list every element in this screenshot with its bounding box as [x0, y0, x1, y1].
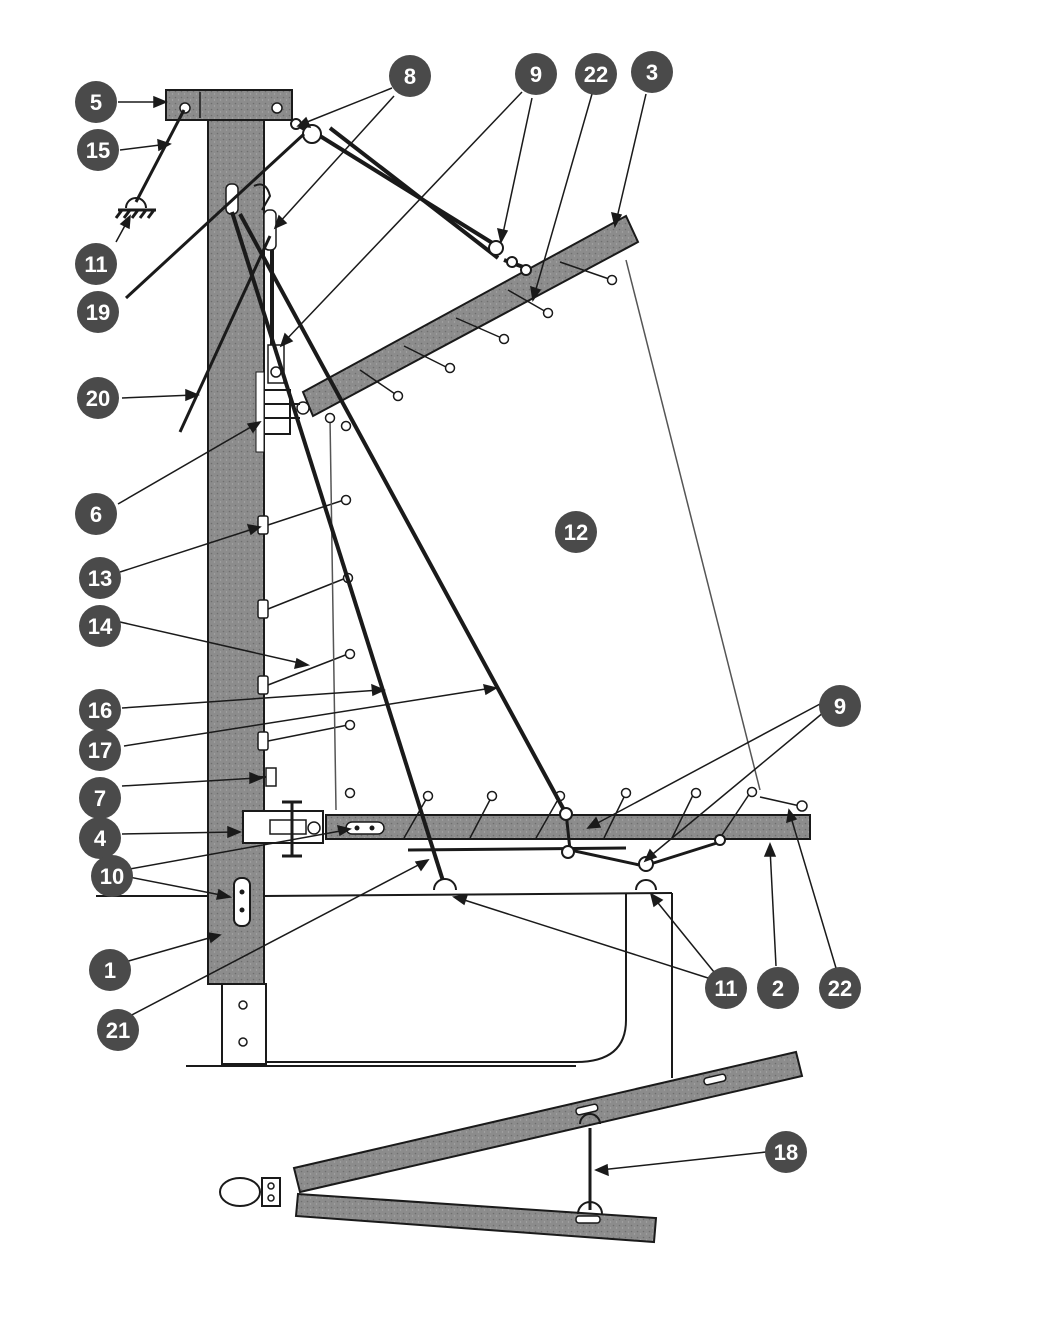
anchor-point: [125, 197, 147, 209]
shroud: [114, 109, 186, 219]
halyard-blocks: [290, 118, 532, 276]
callout-12: 12: [555, 511, 597, 553]
callout-label: 7: [94, 786, 106, 811]
callout-9: 9: [515, 53, 557, 95]
callout-6: 6: [75, 493, 117, 535]
callout-label: 16: [88, 698, 112, 723]
callout-16: 16: [79, 689, 121, 731]
callout-3: 3: [631, 51, 673, 93]
mainsheet: [407, 811, 721, 868]
callout-10: 10: [91, 855, 133, 897]
callout-label: 12: [564, 520, 588, 545]
callout-4: 4: [79, 817, 121, 859]
callout-label: 10: [100, 864, 124, 889]
hull-outline: [96, 892, 673, 1078]
masthead: [165, 89, 293, 121]
callout-14: 14: [79, 605, 121, 647]
callout-label: 9: [530, 62, 542, 87]
callout-label: 2: [772, 976, 784, 1001]
callout-label: 9: [834, 694, 846, 719]
spreader-strut: [577, 1113, 603, 1215]
callout-label: 17: [88, 738, 112, 763]
mast-step: [221, 983, 267, 1065]
callout-1: 1: [89, 949, 131, 991]
throat-halyard: [230, 211, 566, 885]
callout-label: 8: [404, 64, 416, 89]
callout-label: 5: [90, 90, 102, 115]
callout-label: 22: [828, 976, 852, 1001]
gaff-lacing: [324, 261, 618, 432]
callout-label: 4: [94, 826, 107, 851]
spar-detail: [219, 1050, 804, 1244]
block-pair: [225, 183, 277, 345]
sail: [329, 259, 761, 811]
callout-label: 3: [646, 60, 658, 85]
callout-18: 18: [765, 1131, 807, 1173]
callout-8: 8: [389, 55, 431, 97]
callout-label: 11: [84, 252, 107, 277]
callout-22: 22: [819, 967, 861, 1009]
leader-lines: [115, 87, 837, 1177]
callout-11: 11: [705, 967, 747, 1009]
callout-2: 2: [757, 967, 799, 1009]
gaff-jaws: [255, 344, 300, 453]
callout-label: 20: [86, 386, 110, 411]
lazy-jacks: [124, 132, 306, 433]
callout-label: 18: [774, 1140, 798, 1165]
callout-9: 9: [819, 685, 861, 727]
callout-label: 13: [88, 566, 112, 591]
callout-label: 15: [86, 138, 110, 163]
callout-label: 21: [106, 1018, 130, 1043]
callout-15: 15: [77, 129, 119, 171]
mast-cleat: [233, 877, 251, 927]
callout-21: 21: [97, 1009, 139, 1051]
callout-label: 1: [104, 958, 116, 983]
callout-label: 11: [714, 976, 737, 1001]
sheet-blocks: [433, 807, 726, 891]
gaff: [296, 214, 640, 418]
callout-13: 13: [79, 557, 121, 599]
callout-label: 6: [90, 502, 102, 527]
callout-label: 14: [88, 614, 113, 639]
callout-7: 7: [79, 777, 121, 819]
callout-label: 19: [86, 300, 110, 325]
callout-5: 5: [75, 81, 117, 123]
callout-19: 19: [77, 291, 119, 333]
callout-11: 11: [75, 243, 117, 285]
callout-20: 20: [77, 377, 119, 419]
callout-22: 22: [575, 53, 617, 95]
callout-label: 22: [584, 62, 608, 87]
callout-17: 17: [79, 729, 121, 771]
